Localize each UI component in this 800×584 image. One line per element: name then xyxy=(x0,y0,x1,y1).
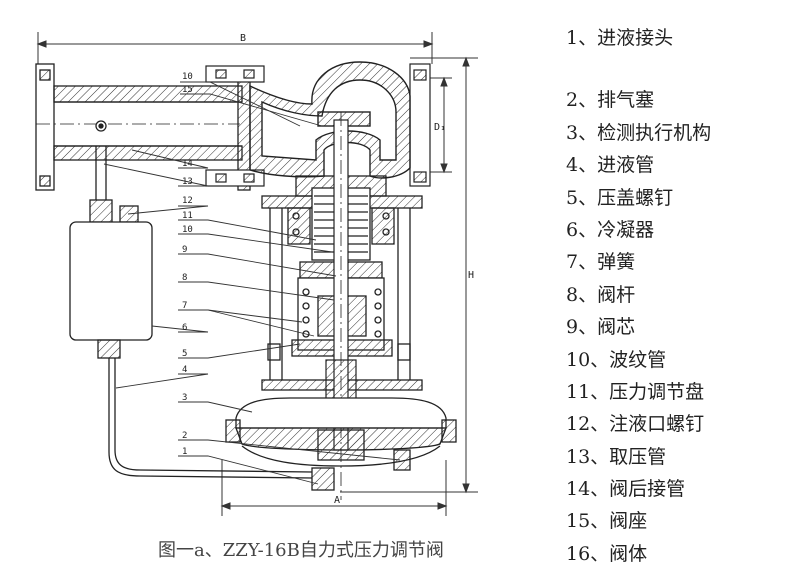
dimension-d1-label: D₁ xyxy=(434,122,446,133)
dimension-b-label: B xyxy=(240,33,246,44)
parts-legend: 1、进液接头 2、排气塞 3、检测执行机构 4、进液管 5、压盖螺钉 6、冷凝器… xyxy=(566,22,711,570)
legend-item: 9、阀芯 xyxy=(566,316,636,339)
callout-label: 6 xyxy=(182,323,187,333)
legend-item: 1、进液接头 xyxy=(566,27,674,49)
dimension-d1 xyxy=(428,76,452,174)
callout-leaders xyxy=(103,81,401,485)
legend-item: 11、压力调节盘 xyxy=(566,380,705,403)
callout-label: 2 xyxy=(182,431,187,441)
callout-label: 12 xyxy=(182,196,193,206)
callout-label: 1 xyxy=(182,447,187,457)
callout-label: 10 xyxy=(182,72,193,82)
legend-item: 16、阀体 xyxy=(566,542,648,565)
legend-item: 14、阀后接管 xyxy=(566,478,686,501)
callout-label: 5 xyxy=(182,349,187,359)
legend-item: 12、注液口螺钉 xyxy=(566,413,705,436)
callout-label: 4 xyxy=(182,365,187,375)
valve-section-drawing: B H D₁ A xyxy=(35,32,478,516)
legend-item: 15、阀座 xyxy=(566,510,648,533)
legend-item: 8、阀杆 xyxy=(566,283,636,306)
dimension-a xyxy=(220,460,448,516)
callout-label: 10 xyxy=(182,225,193,235)
legend-item: 13、取压管 xyxy=(566,445,667,468)
legend-item: 5、压盖螺钉 xyxy=(566,186,674,209)
legend-item: 2、排气塞 xyxy=(566,89,655,112)
callout-label: 8 xyxy=(182,273,187,283)
valve-body xyxy=(249,61,411,179)
outlet-pipe xyxy=(35,63,251,191)
legend-item: 3、检测执行机构 xyxy=(566,121,712,144)
legend-item: 10、波纹管 xyxy=(566,348,667,371)
legend-item: 6、冷凝器 xyxy=(566,218,655,241)
legend-item: 4、进液管 xyxy=(566,154,655,177)
callout-label: 15 xyxy=(182,85,193,95)
dimension-a-label: A xyxy=(334,495,340,506)
legend-item: 7、弹簧 xyxy=(566,251,636,274)
callout-label: 13 xyxy=(182,177,193,187)
callout-label: 14 xyxy=(182,159,193,169)
figure-caption: 图一a、ZZY-16B自力式压力调节阀 xyxy=(158,540,444,561)
valve-stem xyxy=(325,112,357,500)
dimension-b xyxy=(36,32,434,64)
callout-label: 9 xyxy=(182,245,187,255)
callout-label: 11 xyxy=(182,211,193,221)
dimension-h-label: H xyxy=(468,270,474,281)
callout-label: 3 xyxy=(182,393,187,403)
callout-labels: 10 15 14 13 12 11 10 9 8 7 6 5 4 3 2 1 xyxy=(182,72,193,457)
diaphragm-actuator xyxy=(225,397,457,491)
callout-label: 7 xyxy=(182,301,187,311)
dimension-h xyxy=(340,56,478,494)
flange-bolts xyxy=(205,63,431,187)
